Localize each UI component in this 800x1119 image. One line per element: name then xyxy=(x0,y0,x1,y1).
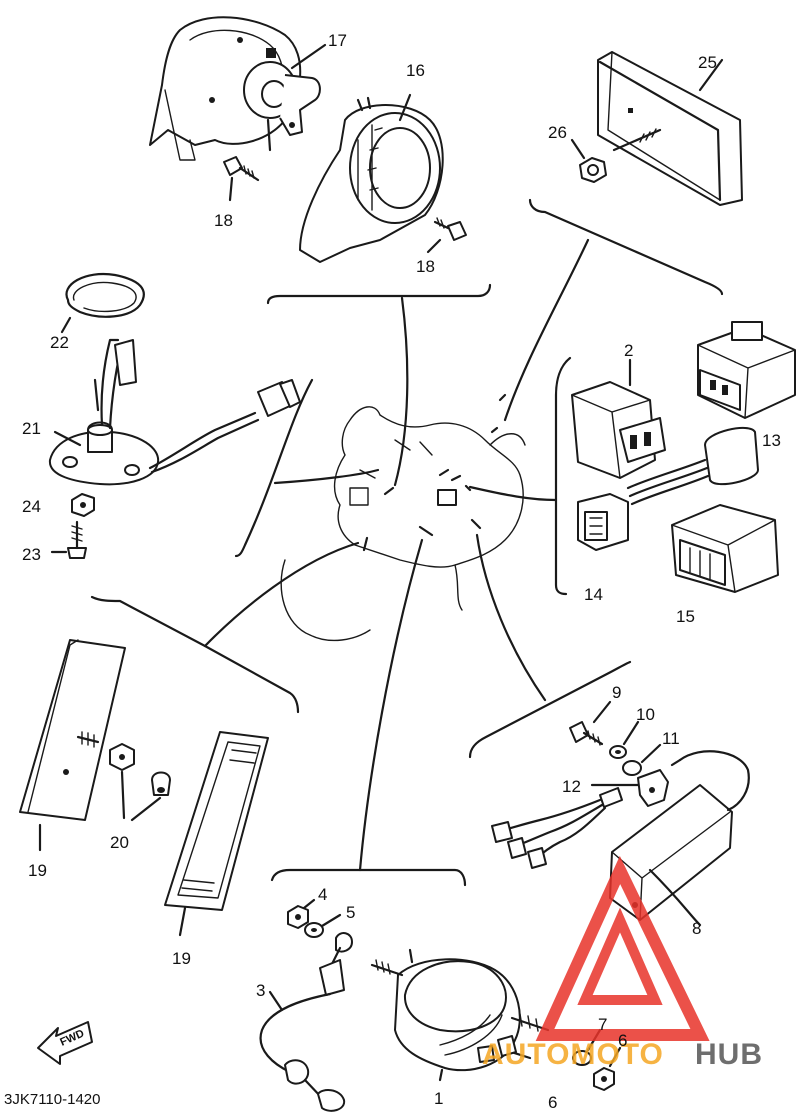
label-3: 3 xyxy=(256,981,265,1000)
diagram-code: 3JK7110-1420 xyxy=(4,1091,100,1108)
frame-silhouette xyxy=(280,393,526,642)
reflector-19b-drawing xyxy=(164,731,269,937)
nut-6-7-drawing xyxy=(572,1028,622,1091)
watermark-text-1: AUTOMOTO xyxy=(482,1038,664,1071)
sensor-21-drawing xyxy=(48,338,301,486)
horn-16-drawing xyxy=(299,93,444,263)
bolt-18b-drawing xyxy=(426,217,467,254)
label-25: 25 xyxy=(698,53,717,72)
bolt-18a-drawing xyxy=(223,156,260,202)
label-12: 12 xyxy=(562,777,581,796)
label-26: 26 xyxy=(548,123,567,142)
nut-20-drawing xyxy=(109,743,171,822)
label-14: 14 xyxy=(584,585,603,604)
nut-4-drawing xyxy=(287,898,316,929)
label-22: 22 xyxy=(50,333,69,352)
plate-25-drawing xyxy=(597,51,743,206)
collar-11-drawing xyxy=(622,743,662,776)
label-24: 24 xyxy=(22,497,41,516)
unit-13-drawing xyxy=(697,321,796,419)
label-19a: 19 xyxy=(28,861,47,880)
label-2: 2 xyxy=(624,341,633,360)
leader-lines xyxy=(90,198,724,887)
label-15: 15 xyxy=(676,607,695,626)
reflector-19a-drawing xyxy=(19,639,126,852)
label-13: 13 xyxy=(762,431,781,450)
label-19b: 19 xyxy=(172,949,191,968)
label-16: 16 xyxy=(406,61,425,80)
label-7: 7 xyxy=(598,1015,607,1034)
nut-24-drawing xyxy=(71,493,95,517)
screw-23-drawing xyxy=(50,520,87,559)
bracket-12-drawing xyxy=(590,769,669,807)
regulator-harness-drawing xyxy=(491,787,623,869)
label-8: 8 xyxy=(692,919,701,938)
label-10: 10 xyxy=(636,705,655,724)
label-1: 1 xyxy=(434,1089,443,1108)
connector-15-drawing xyxy=(671,504,779,593)
label-6a: 6 xyxy=(548,1093,557,1112)
label-18a: 18 xyxy=(214,211,233,230)
washer-5-drawing xyxy=(304,913,342,938)
bolt-9-drawing xyxy=(569,700,612,746)
fwd-arrow-icon: FWD xyxy=(37,1021,93,1065)
label-9: 9 xyxy=(612,683,621,702)
label-5: 5 xyxy=(346,903,355,922)
harness-13-drawing xyxy=(626,427,759,506)
relay-2-drawing xyxy=(571,358,666,479)
label-17: 17 xyxy=(328,31,347,50)
lead-3-drawing xyxy=(259,932,353,1112)
horn-17-drawing xyxy=(149,16,327,161)
connector-14-drawing xyxy=(577,493,629,551)
washer-10-drawing xyxy=(609,720,640,759)
label-20: 20 xyxy=(110,833,129,852)
label-4: 4 xyxy=(318,885,327,904)
gasket-22-drawing xyxy=(60,272,145,334)
label-6b: 6 xyxy=(618,1031,627,1050)
label-21: 21 xyxy=(22,419,41,438)
watermark-text-2: HUB xyxy=(695,1038,763,1071)
label-18b: 18 xyxy=(416,257,435,276)
label-23: 23 xyxy=(22,545,41,564)
part-labels: 17 16 18 18 25 26 22 21 24 23 2 13 14 15… xyxy=(22,31,781,1112)
label-11: 11 xyxy=(662,729,680,748)
automotohub-watermark-logo: AUTOMOTO HUB xyxy=(482,855,763,1071)
nut-26-drawing xyxy=(570,128,662,183)
starter-relay-1-drawing xyxy=(370,948,550,1082)
